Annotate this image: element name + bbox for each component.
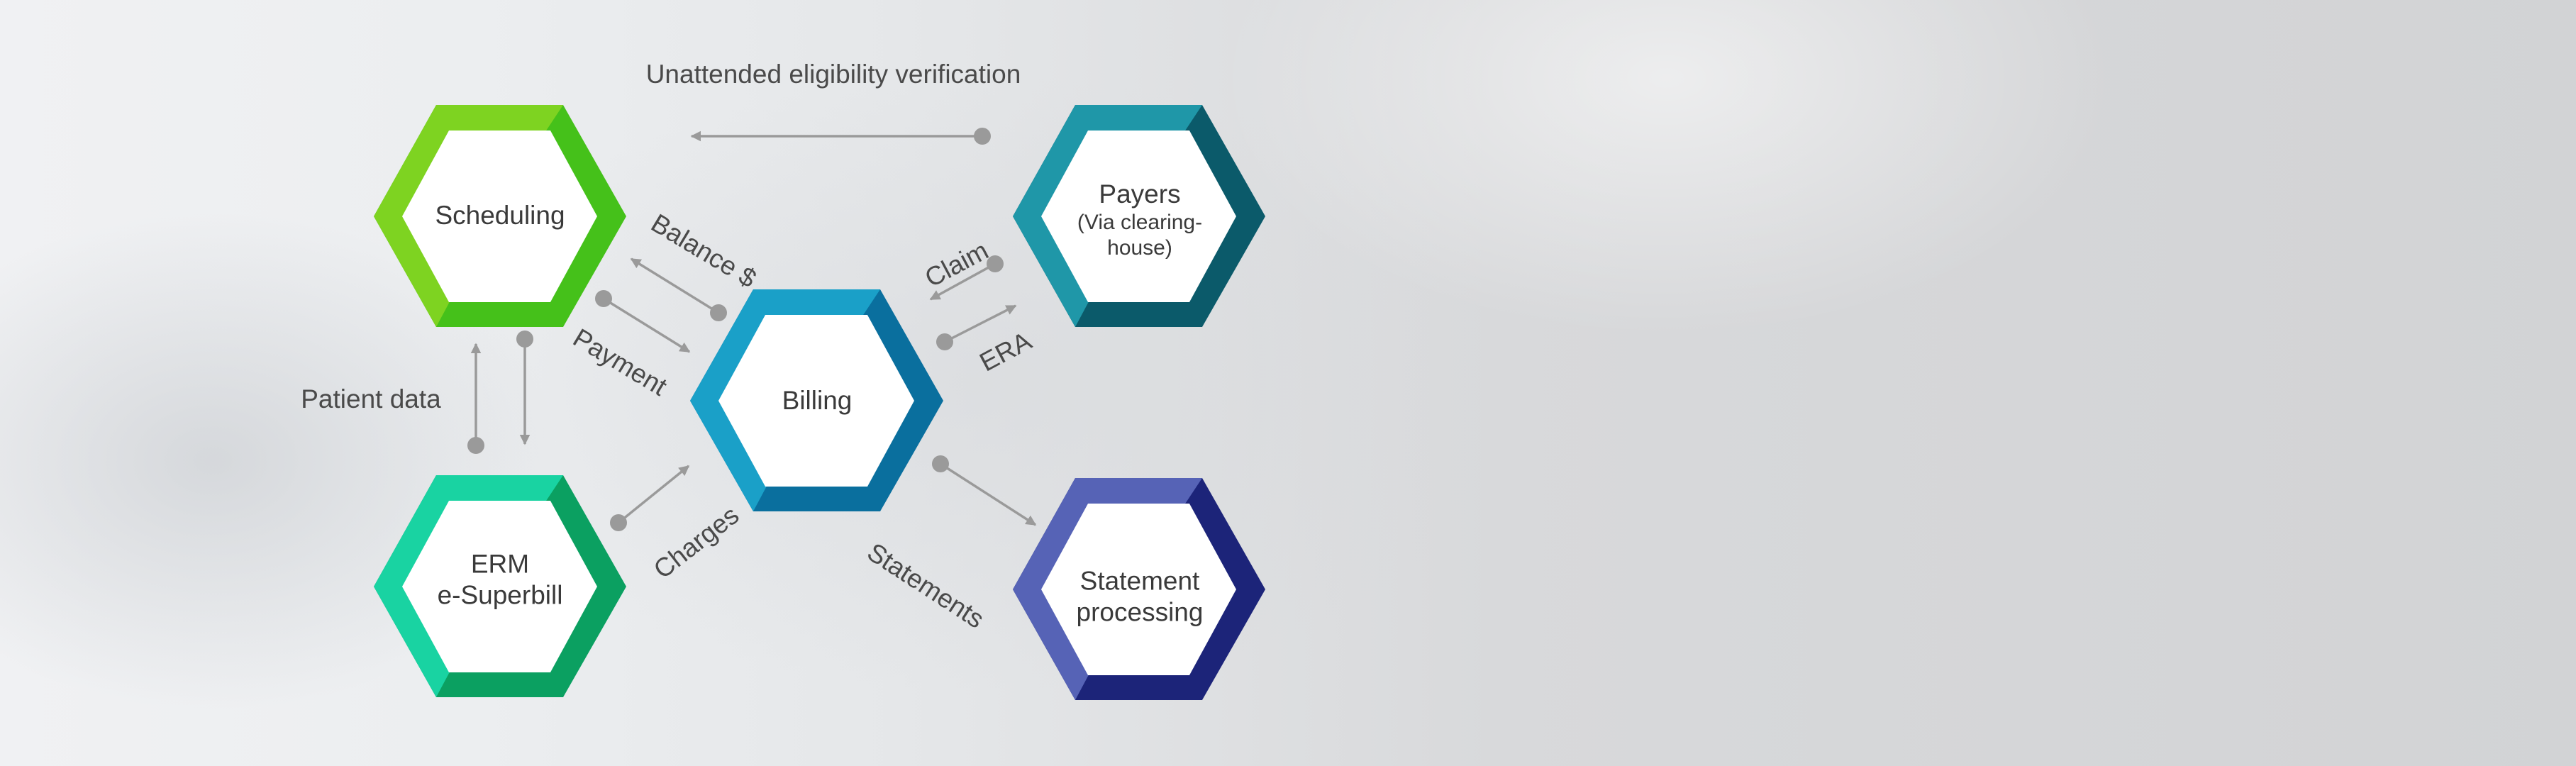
billing-label: Billing xyxy=(782,385,853,416)
billing-label-text: Billing xyxy=(782,385,853,415)
node-billing xyxy=(690,289,943,511)
edge-patient-data-down xyxy=(516,331,533,445)
payers-label: Payers (Via clearing- house) xyxy=(1077,179,1202,261)
node-statement xyxy=(1013,478,1265,700)
edge-charges xyxy=(610,465,690,531)
diagram-title: Unattended eligibility verification xyxy=(645,60,1021,89)
edge-label-patient-data: Patient data xyxy=(301,384,441,413)
payers-label-text: Payers xyxy=(1099,179,1181,209)
edge-eligibility xyxy=(690,128,991,145)
node-erm xyxy=(374,475,626,697)
payers-sub2: house) xyxy=(1107,236,1172,260)
edge-claim xyxy=(929,255,1004,301)
statement-label-line1: Statement xyxy=(1079,566,1200,596)
erm-label-line2: e-Superbill xyxy=(437,581,563,610)
erm-label: ERM e-Superbill xyxy=(438,549,563,612)
scheduling-label: Scheduling xyxy=(435,200,565,231)
edge-statements xyxy=(932,455,1037,526)
node-scheduling xyxy=(374,105,626,327)
edge-era xyxy=(936,304,1017,350)
edge-payment xyxy=(595,290,691,353)
node-payers xyxy=(1013,105,1265,327)
erm-label-line1: ERM xyxy=(470,549,530,579)
statement-label: Statement processing xyxy=(1077,566,1204,629)
edge-patient-data-up xyxy=(467,343,484,454)
scheduling-label-text: Scheduling xyxy=(435,200,565,230)
edge-balance xyxy=(630,257,727,321)
payers-sub1: (Via clearing- xyxy=(1077,211,1203,235)
statement-label-line2: processing xyxy=(1076,598,1204,627)
